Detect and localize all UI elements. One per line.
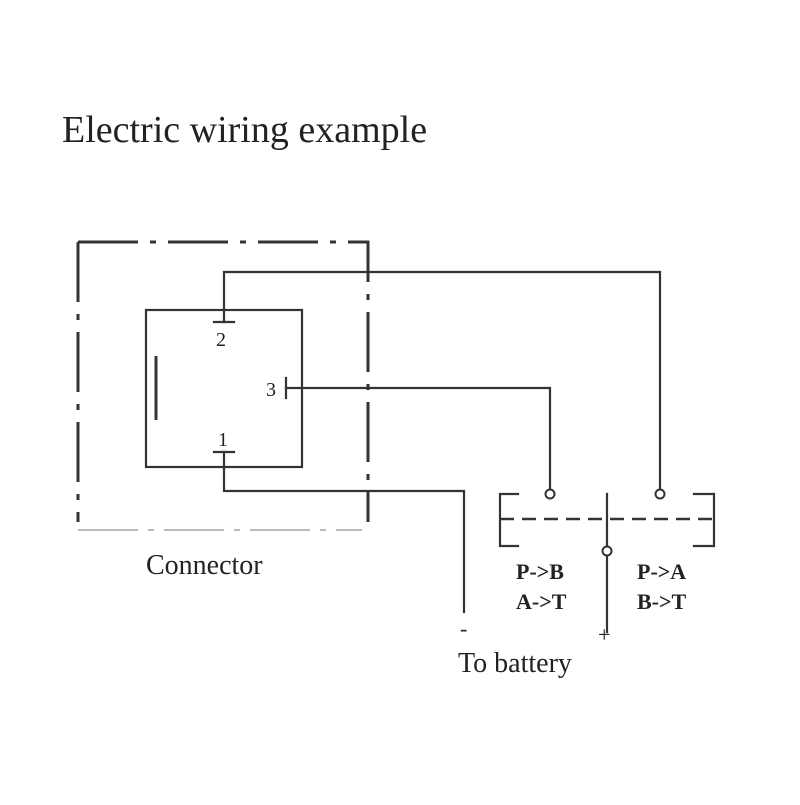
diagram-title: Electric wiring example bbox=[62, 109, 427, 151]
solenoid-b-terminal bbox=[654, 488, 666, 500]
wire-pin-3 bbox=[284, 386, 552, 491]
left-flow-label-2: A->T bbox=[516, 589, 567, 614]
pin-2-label: 2 bbox=[216, 329, 226, 351]
valve-right-bracket bbox=[692, 492, 716, 548]
connector-housing bbox=[76, 240, 370, 522]
battery-positive-sign: + bbox=[598, 622, 610, 647]
right-flow-label-2: B->T bbox=[637, 589, 687, 614]
pin-3-label: 3 bbox=[266, 379, 276, 401]
battery-negative-sign: - bbox=[460, 616, 467, 641]
battery-label: To battery bbox=[458, 648, 572, 679]
pin-1-label: 1 bbox=[218, 429, 228, 451]
left-flow-label-1: P->B bbox=[516, 559, 564, 584]
solenoid-a-terminal bbox=[544, 488, 556, 500]
common-terminal bbox=[601, 545, 613, 557]
wire-pin-1-negative bbox=[222, 450, 466, 614]
connector-label: Connector bbox=[146, 550, 263, 581]
wire-pin-2 bbox=[222, 270, 662, 491]
right-flow-label-1: P->A bbox=[637, 559, 686, 584]
